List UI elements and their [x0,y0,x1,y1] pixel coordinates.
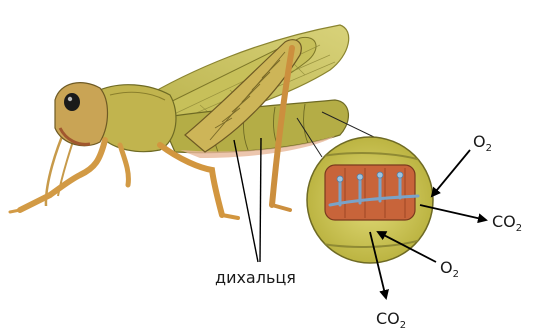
co2-label-bottom: CO2 [376,309,406,331]
eye [64,93,80,111]
o2-in-arrow [432,150,470,196]
grasshopper [10,25,349,218]
magnified-view [305,137,435,263]
spiracle-pointer [260,138,261,262]
spiracle-pointer [234,140,258,262]
head [55,83,108,146]
o2-label-mid: O2 [440,258,459,280]
spiracles-label: дихальця [215,268,296,287]
o2-label-top: O2 [473,132,492,154]
co2-label-right: CO2 [492,212,522,234]
